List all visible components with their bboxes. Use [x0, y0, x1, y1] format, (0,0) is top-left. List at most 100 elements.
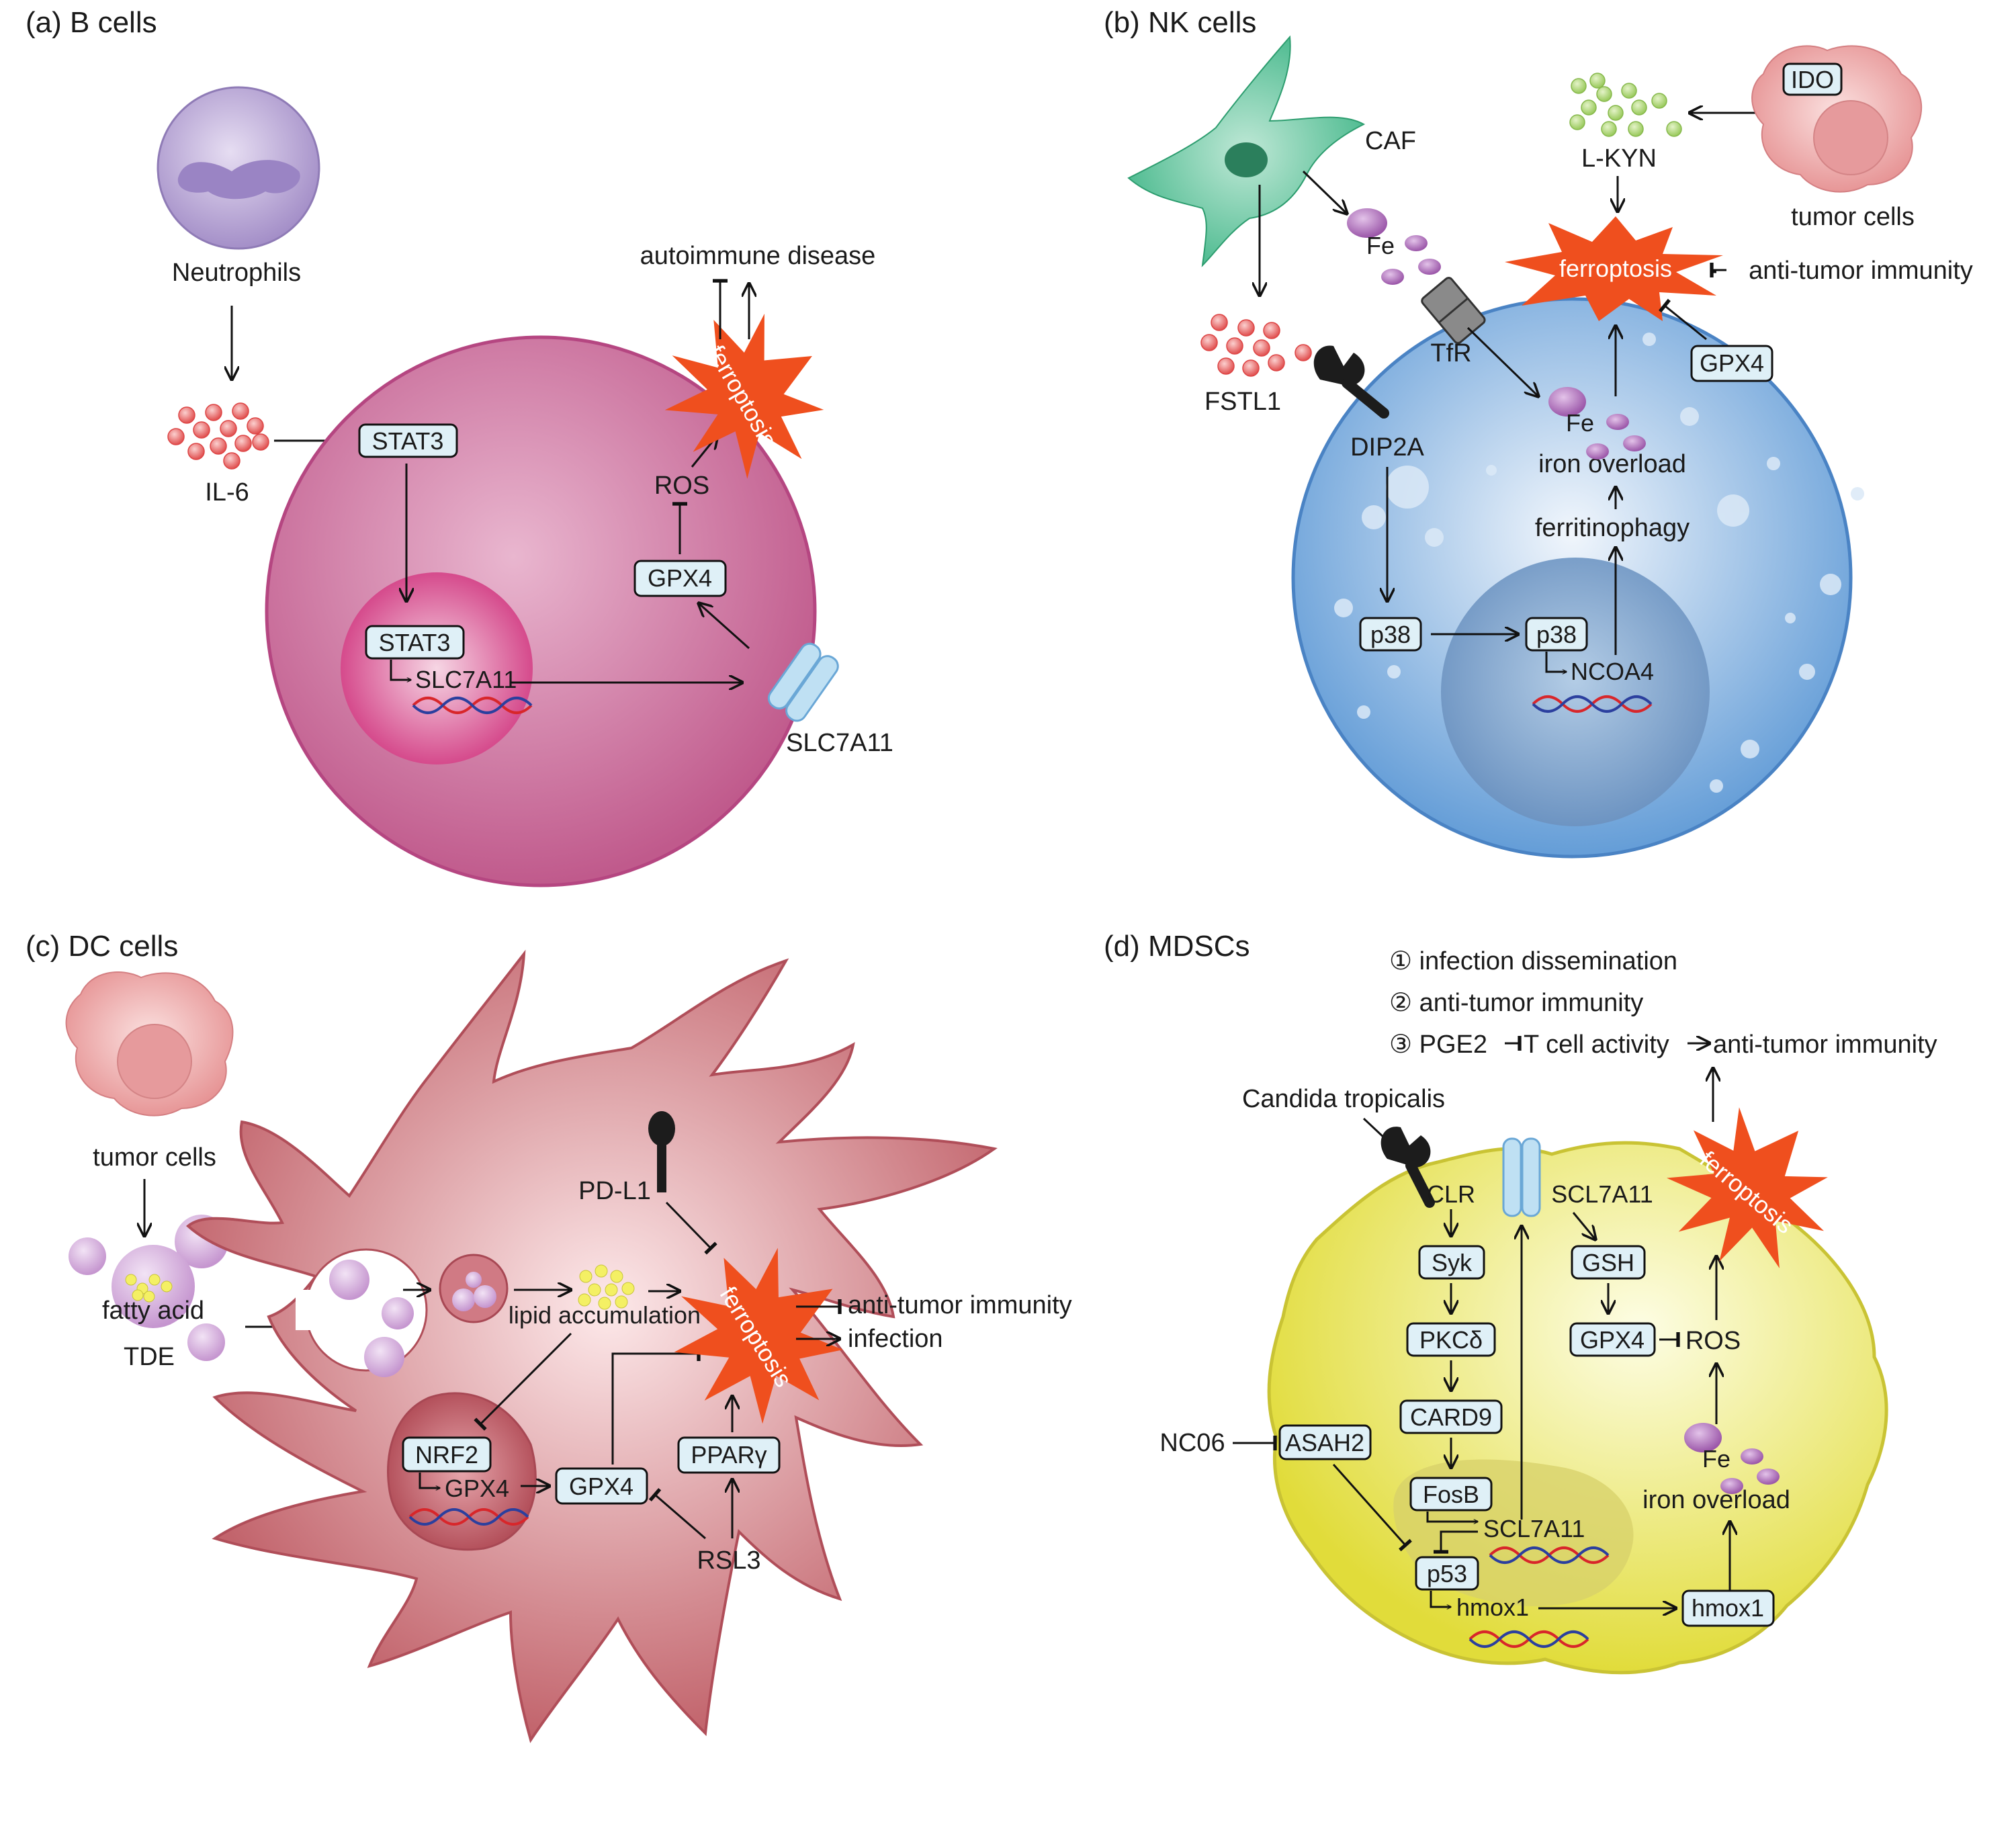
dna-helix-d1 — [1489, 1546, 1610, 1564]
autoimmune-disease-label: autoimmune disease — [640, 242, 876, 270]
card9-label: CARD9 — [1410, 1403, 1492, 1431]
gpx4-a-label: GPX4 — [648, 564, 712, 592]
inhibit-rsl3-gpx4 — [648, 1487, 706, 1540]
fatty-acid-dots — [125, 1274, 173, 1303]
stat3-cyto-box — [358, 423, 458, 458]
stat3-nuc-label: STAT3 — [379, 629, 451, 656]
ido-label: IDO — [1791, 66, 1834, 93]
dna-helix-a — [412, 697, 533, 714]
dna-helix-b — [1532, 695, 1653, 713]
candida-label: Candida tropicalis — [1242, 1085, 1445, 1113]
gpx4-d-label: GPX4 — [1580, 1326, 1645, 1354]
dna-helix-c — [408, 1508, 529, 1526]
ppar-box — [677, 1436, 781, 1474]
gpx4-b-label: GPX4 — [1700, 349, 1764, 377]
infection-label: infection — [848, 1325, 943, 1353]
ferroptosis-burst-c: ferroptosis — [674, 1248, 843, 1424]
arrow-scl7a11-gsh — [1572, 1212, 1595, 1239]
tumor-cells-b-label: tumor cells — [1791, 203, 1915, 231]
tumor-cell-b-nucleus — [1813, 100, 1888, 175]
tfr-label: TfR — [1430, 339, 1471, 367]
lipid-accumulation-label: lipid accumulation — [509, 1301, 701, 1329]
ros-a-label: ROS — [654, 472, 709, 500]
gpx4-a-box — [633, 560, 727, 597]
ferritinophagy-label: ferritinophagy — [1535, 514, 1690, 542]
fe-particles-outside — [1347, 208, 1441, 285]
lipid-droplets — [578, 1264, 635, 1310]
arrow-fosb-transcription — [1426, 1512, 1478, 1522]
ros-d-label: ROS — [1685, 1327, 1741, 1355]
card9-box — [1399, 1399, 1503, 1434]
ido-box — [1782, 62, 1843, 96]
b-cell-nucleus — [341, 572, 533, 764]
rsl3-label: RSL3 — [697, 1546, 760, 1575]
outcome-1-label: ① infection dissemination — [1389, 947, 1677, 975]
outcome-3b-label: T cell activity — [1524, 1031, 1669, 1059]
ncoa4-label: NCOA4 — [1571, 658, 1654, 685]
nk-cell-nucleus — [1441, 558, 1710, 826]
dna-helix-d2 — [1469, 1630, 1589, 1648]
arrow-tfr-fe-inside — [1466, 326, 1538, 396]
panel-b: (b) NK cells CAF Fe TfR — [1104, 6, 1973, 859]
asah2-label: ASAH2 — [1285, 1429, 1364, 1456]
nk-vesicles — [1334, 333, 1864, 793]
p53-box — [1415, 1556, 1479, 1591]
il6-label: IL-6 — [205, 478, 249, 507]
panel-d-title: (d) MDSCs — [1104, 930, 1250, 963]
pkc-box — [1406, 1322, 1496, 1357]
arrow-p53-transcription — [1430, 1591, 1451, 1607]
endosome — [439, 1254, 509, 1323]
fe-inside-label: Fe — [1566, 409, 1594, 437]
endosome-vesicles — [452, 1272, 496, 1311]
pdl1-icon — [648, 1111, 675, 1192]
gsh-label: GSH — [1582, 1249, 1634, 1276]
slc7a11-gene-label: SLC7A11 — [415, 666, 517, 693]
inhibit-gpx4-ferroptosis-c — [611, 1346, 701, 1465]
ferroptosis-b-label: ferroptosis — [1559, 255, 1672, 282]
panel-d: (d) MDSCs ① infection dissemination ② an… — [1104, 930, 1937, 1675]
dc-pocket-opening — [296, 1290, 336, 1330]
neutrophil-cell — [157, 86, 320, 250]
neutrophils-label: Neutrophils — [172, 259, 301, 287]
dip2a-receptor-icon — [1313, 345, 1389, 419]
nrf2-box — [402, 1436, 492, 1473]
stat3-cyto-label: STAT3 — [372, 427, 444, 455]
tumor-cells-c-label: tumor cells — [93, 1143, 216, 1172]
fe-d-label: Fe — [1702, 1445, 1730, 1473]
inhibit-gpx4-ferroptosis — [1659, 298, 1707, 341]
fstl1-label: FSTL1 — [1204, 388, 1281, 416]
fosb-box — [1409, 1477, 1493, 1512]
pdl1-label: PD-L1 — [578, 1177, 651, 1205]
arrow-slc7a11-gpx4 — [699, 603, 750, 650]
hmox1-gene-label: hmox1 — [1456, 1593, 1529, 1621]
syk-label: Syk — [1432, 1249, 1473, 1276]
stat3-nuc-box — [365, 625, 465, 660]
slc7a11-transporter-label: SLC7A11 — [786, 729, 893, 757]
hmox1-protein-label: hmox1 — [1692, 1594, 1764, 1622]
gsh-box — [1571, 1245, 1646, 1280]
gpx4-c-label: GPX4 — [569, 1473, 633, 1500]
fe-outside-label: Fe — [1366, 232, 1395, 259]
slc7a11-transporter-icon — [767, 642, 839, 722]
clr-label: CLR — [1427, 1180, 1475, 1208]
panel-a: (a) B cells Neutrophils IL-6 STAT3 STAT3… — [26, 6, 893, 887]
dip2a-label: DIP2A — [1350, 433, 1424, 462]
lkyn-particles — [1569, 73, 1682, 137]
gpx4-gene-c-label: GPX4 — [445, 1475, 509, 1502]
ppar-label: PPARγ — [691, 1441, 766, 1469]
inhibit-fosb-p53 — [1434, 1530, 1478, 1554]
caf-label: CAF — [1365, 127, 1416, 155]
fstl1-particles — [1200, 314, 1339, 377]
iron-overload-d-label: iron overload — [1642, 1486, 1790, 1514]
nc06-label: NC06 — [1159, 1429, 1225, 1457]
caf-nucleus — [1225, 142, 1268, 177]
panel-b-title: (b) NK cells — [1104, 6, 1256, 39]
anti-tumor-b-label: anti-tumor immunity — [1749, 257, 1973, 285]
nrf2-label: NRF2 — [415, 1441, 478, 1469]
p38-nuc-label: p38 — [1536, 621, 1577, 648]
il6-particles — [167, 402, 269, 470]
tde-label: TDE — [124, 1343, 175, 1371]
outcome-2-label: ② anti-tumor immunity — [1389, 989, 1643, 1017]
gpx4-b-box — [1690, 345, 1773, 382]
arrow-nrf2-transcription — [419, 1473, 440, 1488]
